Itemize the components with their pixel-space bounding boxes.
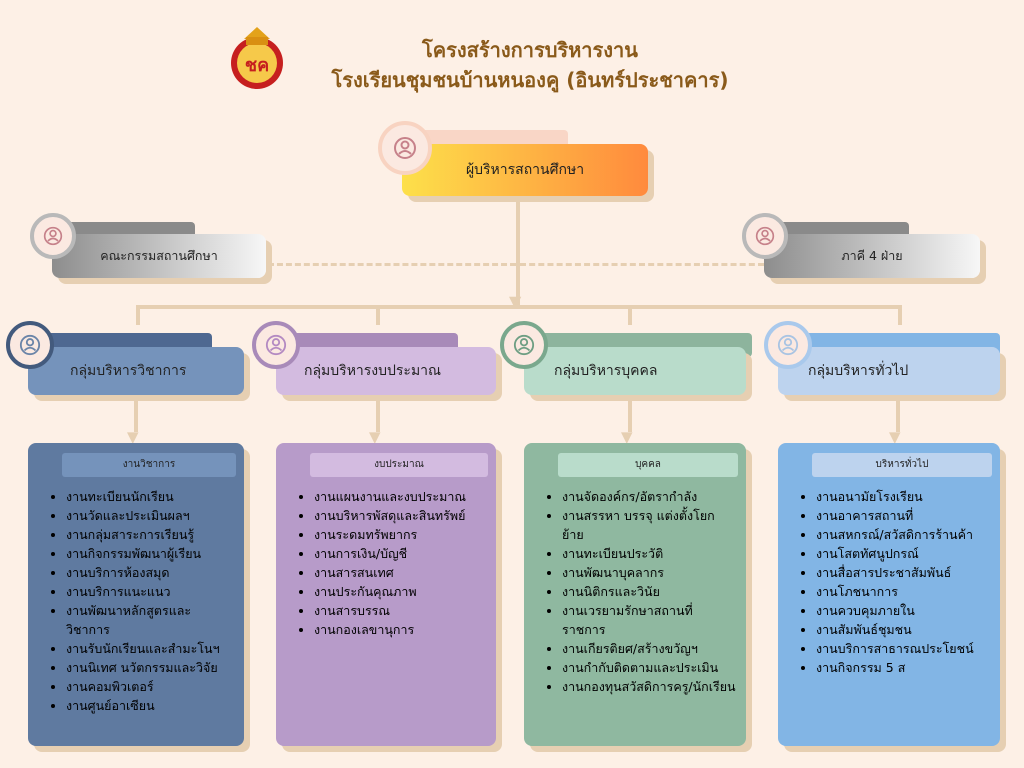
list-item: งานคอมพิวเตอร์ xyxy=(66,677,234,696)
dashed-connector-left xyxy=(268,263,516,266)
card-connector-4 xyxy=(896,400,900,432)
list-item: งานสรรหา บรรจุ แต่งตั้งโยกย้าย xyxy=(562,506,736,544)
person-icon xyxy=(764,321,812,369)
list-item: งานวัดและประเมินผลฯ xyxy=(66,506,234,525)
card-personnel-title: บุคคล xyxy=(558,453,738,477)
card-academic: งานวิชาการ งานทะเบียนนักเรียน งานวัดและป… xyxy=(28,443,244,746)
list-item: งานอาคารสถานที่ xyxy=(816,506,990,525)
svg-text:ชค: ชค xyxy=(245,55,269,76)
list-item: งานกลุ่มสาระการเรียนรู้ xyxy=(66,525,234,544)
person-icon xyxy=(252,321,300,369)
main-connector xyxy=(516,195,520,305)
list-item: งานจัดองค์กร/อัตรากำลัง xyxy=(562,487,736,506)
list-item: งานควบคุมภายใน xyxy=(816,601,990,620)
top-node: ผู้บริหารสถานศึกษา xyxy=(402,144,648,196)
card-general: บริหารทั่วไป งานอนามัยโรงเรียน งานอาคารส… xyxy=(778,443,1000,746)
list-item: งานสารบรรณ xyxy=(314,601,486,620)
arrow-down-icon: ▼ xyxy=(509,292,522,311)
list-item: งานกองเลขานุการ xyxy=(314,620,486,639)
list-item: งานการเงิน/บัญชี xyxy=(314,544,486,563)
drop-connector-1 xyxy=(136,305,140,325)
drop-connector-3 xyxy=(628,305,632,325)
list-item: งานเกียรติยศ/สร้างขวัญฯ xyxy=(562,639,736,658)
list-item: งานระดมทรัพยากร xyxy=(314,525,486,544)
school-name: โรงเรียนชุมชนบ้านหนองคู (อินทร์ประชาคาร) xyxy=(331,68,729,92)
list-item: งานเวรยามรักษาสถานที่ราชการ xyxy=(562,601,736,639)
list-item: งานบริการสาธารณประโยชน์ xyxy=(816,639,990,658)
card-general-list: งานอนามัยโรงเรียน งานอาคารสถานที่ งานสหก… xyxy=(800,487,990,677)
list-item: งานกองทุนสวัสดิการครู/นักเรียน xyxy=(562,677,736,696)
list-item: งานพัฒนาบุคลากร xyxy=(562,563,736,582)
list-item: งานโภชนาการ xyxy=(816,582,990,601)
list-item: งานสัมพันธ์ชุมชน xyxy=(816,620,990,639)
group-academic-label: กลุ่มบริหารวิชาการ xyxy=(70,363,187,379)
person-icon xyxy=(500,321,548,369)
arrow-down-icon: ▼ xyxy=(889,428,901,446)
card-budget: งบประมาณ งานแผนงานและงบประมาณ งานบริหารพ… xyxy=(276,443,496,746)
card-connector-1 xyxy=(134,400,138,432)
list-item: งานกิจกรรม 5 ส xyxy=(816,658,990,677)
list-item: งานศูนย์อาเซียน xyxy=(66,696,234,715)
card-personnel-list: งานจัดองค์กร/อัตรากำลัง งานสรรหา บรรจุ แ… xyxy=(546,487,736,696)
card-academic-title: งานวิชาการ xyxy=(62,453,236,477)
list-item: งานบริการห้องสมุด xyxy=(66,563,234,582)
card-connector-3 xyxy=(628,400,632,432)
school-logo: ชค xyxy=(224,25,290,91)
list-item: งานรับนักเรียนและสำมะโนฯ xyxy=(66,639,234,658)
card-budget-title: งบประมาณ xyxy=(310,453,488,477)
list-item: งานสื่อสารประชาสัมพันธ์ xyxy=(816,563,990,582)
person-icon xyxy=(378,121,432,175)
card-budget-list: งานแผนงานและงบประมาณ งานบริหารพัสดุและสิ… xyxy=(298,487,486,639)
committee-node: คณะกรรมสถานศึกษา xyxy=(52,234,266,278)
group-general: กลุ่มบริหารทั่วไป xyxy=(778,347,1000,395)
partners-node: ภาคี 4 ฝ่าย xyxy=(764,234,980,278)
card-academic-list: งานทะเบียนนักเรียน งานวัดและประเมินผลฯ ง… xyxy=(50,487,234,715)
arrow-down-icon: ▼ xyxy=(369,428,381,446)
list-item: งานพัฒนาหลักสูตรและวิชาการ xyxy=(66,601,234,639)
person-icon xyxy=(742,213,788,259)
group-personnel: กลุ่มบริหารบุคคล xyxy=(524,347,746,395)
card-personnel: บุคคล งานจัดองค์กร/อัตรากำลัง งานสรรหา บ… xyxy=(524,443,746,746)
group-general-label: กลุ่มบริหารทั่วไป xyxy=(808,363,909,379)
list-item: งานประกันคุณภาพ xyxy=(314,582,486,601)
top-node-label: ผู้บริหารสถานศึกษา xyxy=(465,162,585,178)
list-item: งานสารสนเทศ xyxy=(314,563,486,582)
person-icon xyxy=(6,321,54,369)
drop-connector-4 xyxy=(898,305,902,325)
list-item: งานสหกรณ์/สวัสดิการร้านค้า xyxy=(816,525,990,544)
list-item: งานบริการแนะแนว xyxy=(66,582,234,601)
committee-label: คณะกรรมสถานศึกษา xyxy=(100,248,218,263)
dashed-connector-right xyxy=(520,263,764,266)
list-item: งานกิจกรรมพัฒนาผู้เรียน xyxy=(66,544,234,563)
list-item: งานกำกับติดตามและประเมิน xyxy=(562,658,736,677)
card-connector-2 xyxy=(376,400,380,432)
list-item: งานแผนงานและงบประมาณ xyxy=(314,487,486,506)
list-item: งานนิติกรและวินัย xyxy=(562,582,736,601)
chart-title: โครงสร้างการบริหารงาน xyxy=(422,38,638,62)
person-icon xyxy=(30,213,76,259)
group-personnel-label: กลุ่มบริหารบุคคล xyxy=(554,363,658,379)
list-item: งานอนามัยโรงเรียน xyxy=(816,487,990,506)
horizontal-connector xyxy=(136,305,902,309)
group-academic: กลุ่มบริหารวิชาการ xyxy=(28,347,244,395)
list-item: งานนิเทศ นวัตกรรมและวิจัย xyxy=(66,658,234,677)
list-item: งานทะเบียนประวัติ xyxy=(562,544,736,563)
card-general-title: บริหารทั่วไป xyxy=(812,453,992,477)
list-item: งานโสตทัศนูปกรณ์ xyxy=(816,544,990,563)
arrow-down-icon: ▼ xyxy=(621,428,633,446)
drop-connector-2 xyxy=(376,305,380,325)
group-budget-label: กลุ่มบริหารงบประมาณ xyxy=(304,363,442,379)
list-item: งานบริหารพัสดุและสินทรัพย์ xyxy=(314,506,486,525)
partners-label: ภาคี 4 ฝ่าย xyxy=(841,248,903,263)
list-item: งานทะเบียนนักเรียน xyxy=(66,487,234,506)
group-budget: กลุ่มบริหารงบประมาณ xyxy=(276,347,496,395)
arrow-down-icon: ▼ xyxy=(127,428,139,446)
